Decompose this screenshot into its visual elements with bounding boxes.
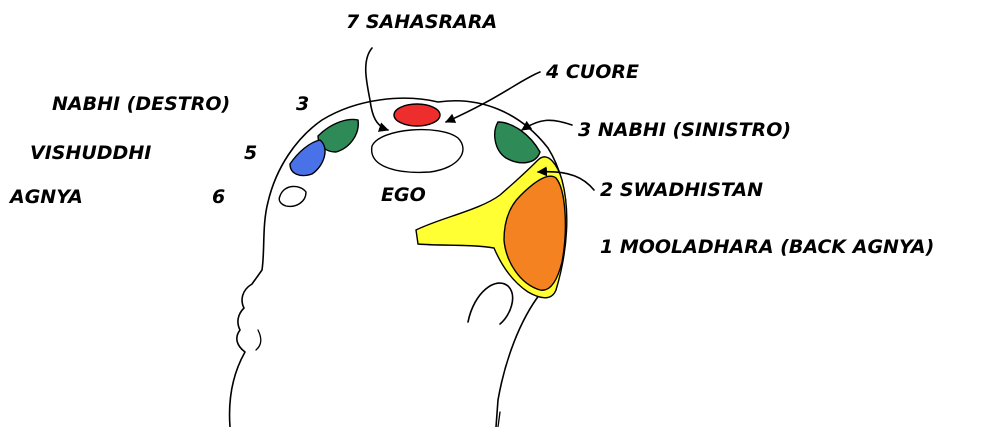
nose-detail bbox=[256, 330, 261, 350]
label-sahasrara: 7 SAHASRARA bbox=[346, 11, 497, 33]
agnya-chakra bbox=[279, 186, 306, 206]
sahasrara-arrow bbox=[366, 48, 388, 130]
label-agnya: AGNYA bbox=[8, 186, 83, 208]
label-mooladhara: 1 MOOLADHARA (BACK AGNYA) bbox=[600, 236, 934, 258]
label-vishuddhi-number: 5 bbox=[244, 142, 257, 164]
ear-outline bbox=[468, 283, 513, 324]
label-nabhi-destro: NABHI (DESTRO) bbox=[52, 93, 230, 115]
label-nabhi-destro-number: 3 bbox=[296, 93, 309, 115]
nabhi-sinistro-chakra bbox=[495, 122, 540, 163]
label-vishuddhi: VISHUDDHI bbox=[30, 142, 151, 164]
label-cuore: 4 CUORE bbox=[545, 61, 639, 83]
label-swadhistan: 2 SWADHISTAN bbox=[600, 179, 763, 201]
ego-shape bbox=[372, 130, 463, 173]
sahasrara-chakra bbox=[394, 104, 440, 126]
label-nabhi-sinistro: 3 NABHI (SINISTRO) bbox=[578, 119, 791, 141]
label-ego: EGO bbox=[381, 184, 426, 206]
cuore-arrow bbox=[446, 72, 540, 122]
label-agnya-number: 6 bbox=[212, 186, 225, 208]
neck-line bbox=[498, 412, 500, 427]
